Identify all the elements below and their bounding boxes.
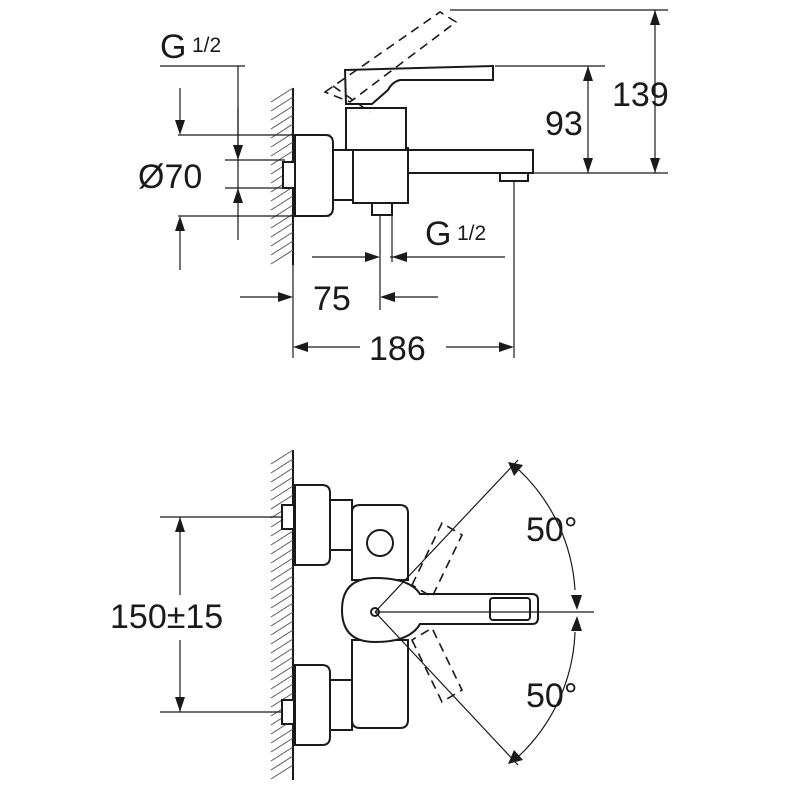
hatch-line [270, 186, 294, 202]
hatch-line [270, 584, 294, 600]
thread-top-fraction: 1/2 [192, 34, 221, 57]
hatch-line [270, 656, 294, 672]
hatch-line [270, 195, 294, 211]
thread-bottom-fraction: 1/2 [457, 222, 486, 245]
hatch-line [270, 476, 294, 492]
width-186-label: 186 [369, 330, 426, 368]
hatch-line [270, 674, 294, 690]
hatch-line [270, 87, 294, 103]
hatch-line [270, 204, 294, 220]
hatch-line [270, 485, 294, 501]
diameter-arrows [175, 88, 243, 270]
hatch-line [270, 566, 294, 582]
hatch-line [270, 249, 294, 265]
hatch-line [270, 539, 294, 555]
hatch-line [270, 593, 294, 609]
thread-bottom-arrows [312, 252, 407, 262]
width-75-arrows [240, 292, 438, 302]
hatch-line [270, 105, 294, 121]
hatch-line [270, 96, 294, 112]
wall-hatch-bottom [270, 449, 294, 780]
connector-bottom [281, 664, 353, 746]
height-arrows [583, 10, 660, 173]
hatch-line [270, 575, 294, 591]
hatch-line [270, 114, 294, 130]
side-view: G 1/2 Ø70 G 1/2 93 139 75 186 [138, 9, 669, 368]
mixer-body-plan [340, 504, 594, 729]
hatch-line [270, 123, 294, 139]
hatch-line [270, 231, 294, 247]
hatch-line [270, 458, 294, 474]
extension-lines-bottom [160, 516, 282, 713]
hatch-line [270, 467, 294, 483]
height-139-label: 139 [612, 76, 669, 114]
hatch-line [270, 494, 294, 510]
angle-arcs [508, 462, 582, 764]
hatch-line [270, 764, 294, 780]
hatch-line [270, 548, 294, 564]
extension-lines-top [160, 9, 668, 358]
diameter-label: Ø70 [138, 158, 202, 196]
hatch-line [270, 557, 294, 573]
hatch-line [270, 620, 294, 636]
hatch-line [270, 602, 294, 618]
angle-down-label: 50° [526, 677, 577, 715]
hatch-line [270, 141, 294, 157]
hatch-line [270, 746, 294, 762]
thread-top-label: G [160, 28, 186, 66]
hatch-line [270, 728, 294, 744]
angle-up-label: 50° [526, 511, 577, 549]
height-93-label: 93 [545, 105, 583, 143]
hatch-line [270, 638, 294, 654]
mixer-body-side [282, 11, 534, 217]
hatch-line [270, 755, 294, 771]
hatch-line [270, 647, 294, 663]
hatch-line [270, 665, 294, 681]
hatch-line [270, 629, 294, 645]
hatch-line [270, 222, 294, 238]
hatch-line [270, 240, 294, 256]
hatch-line [270, 530, 294, 546]
hatch-line [270, 683, 294, 699]
lever-rotated-positions [374, 459, 519, 766]
hatch-line [270, 737, 294, 753]
hatch-line [270, 150, 294, 166]
hatch-line [270, 449, 294, 465]
plan-view: 150±15 50° 50° [110, 449, 594, 780]
hatch-line [270, 611, 294, 627]
connector-top [281, 484, 353, 566]
thread-bottom-label: G [425, 215, 451, 253]
spacing-label: 150±15 [110, 598, 223, 636]
width-75-label: 75 [313, 280, 351, 318]
width-186-arrows [293, 342, 514, 352]
